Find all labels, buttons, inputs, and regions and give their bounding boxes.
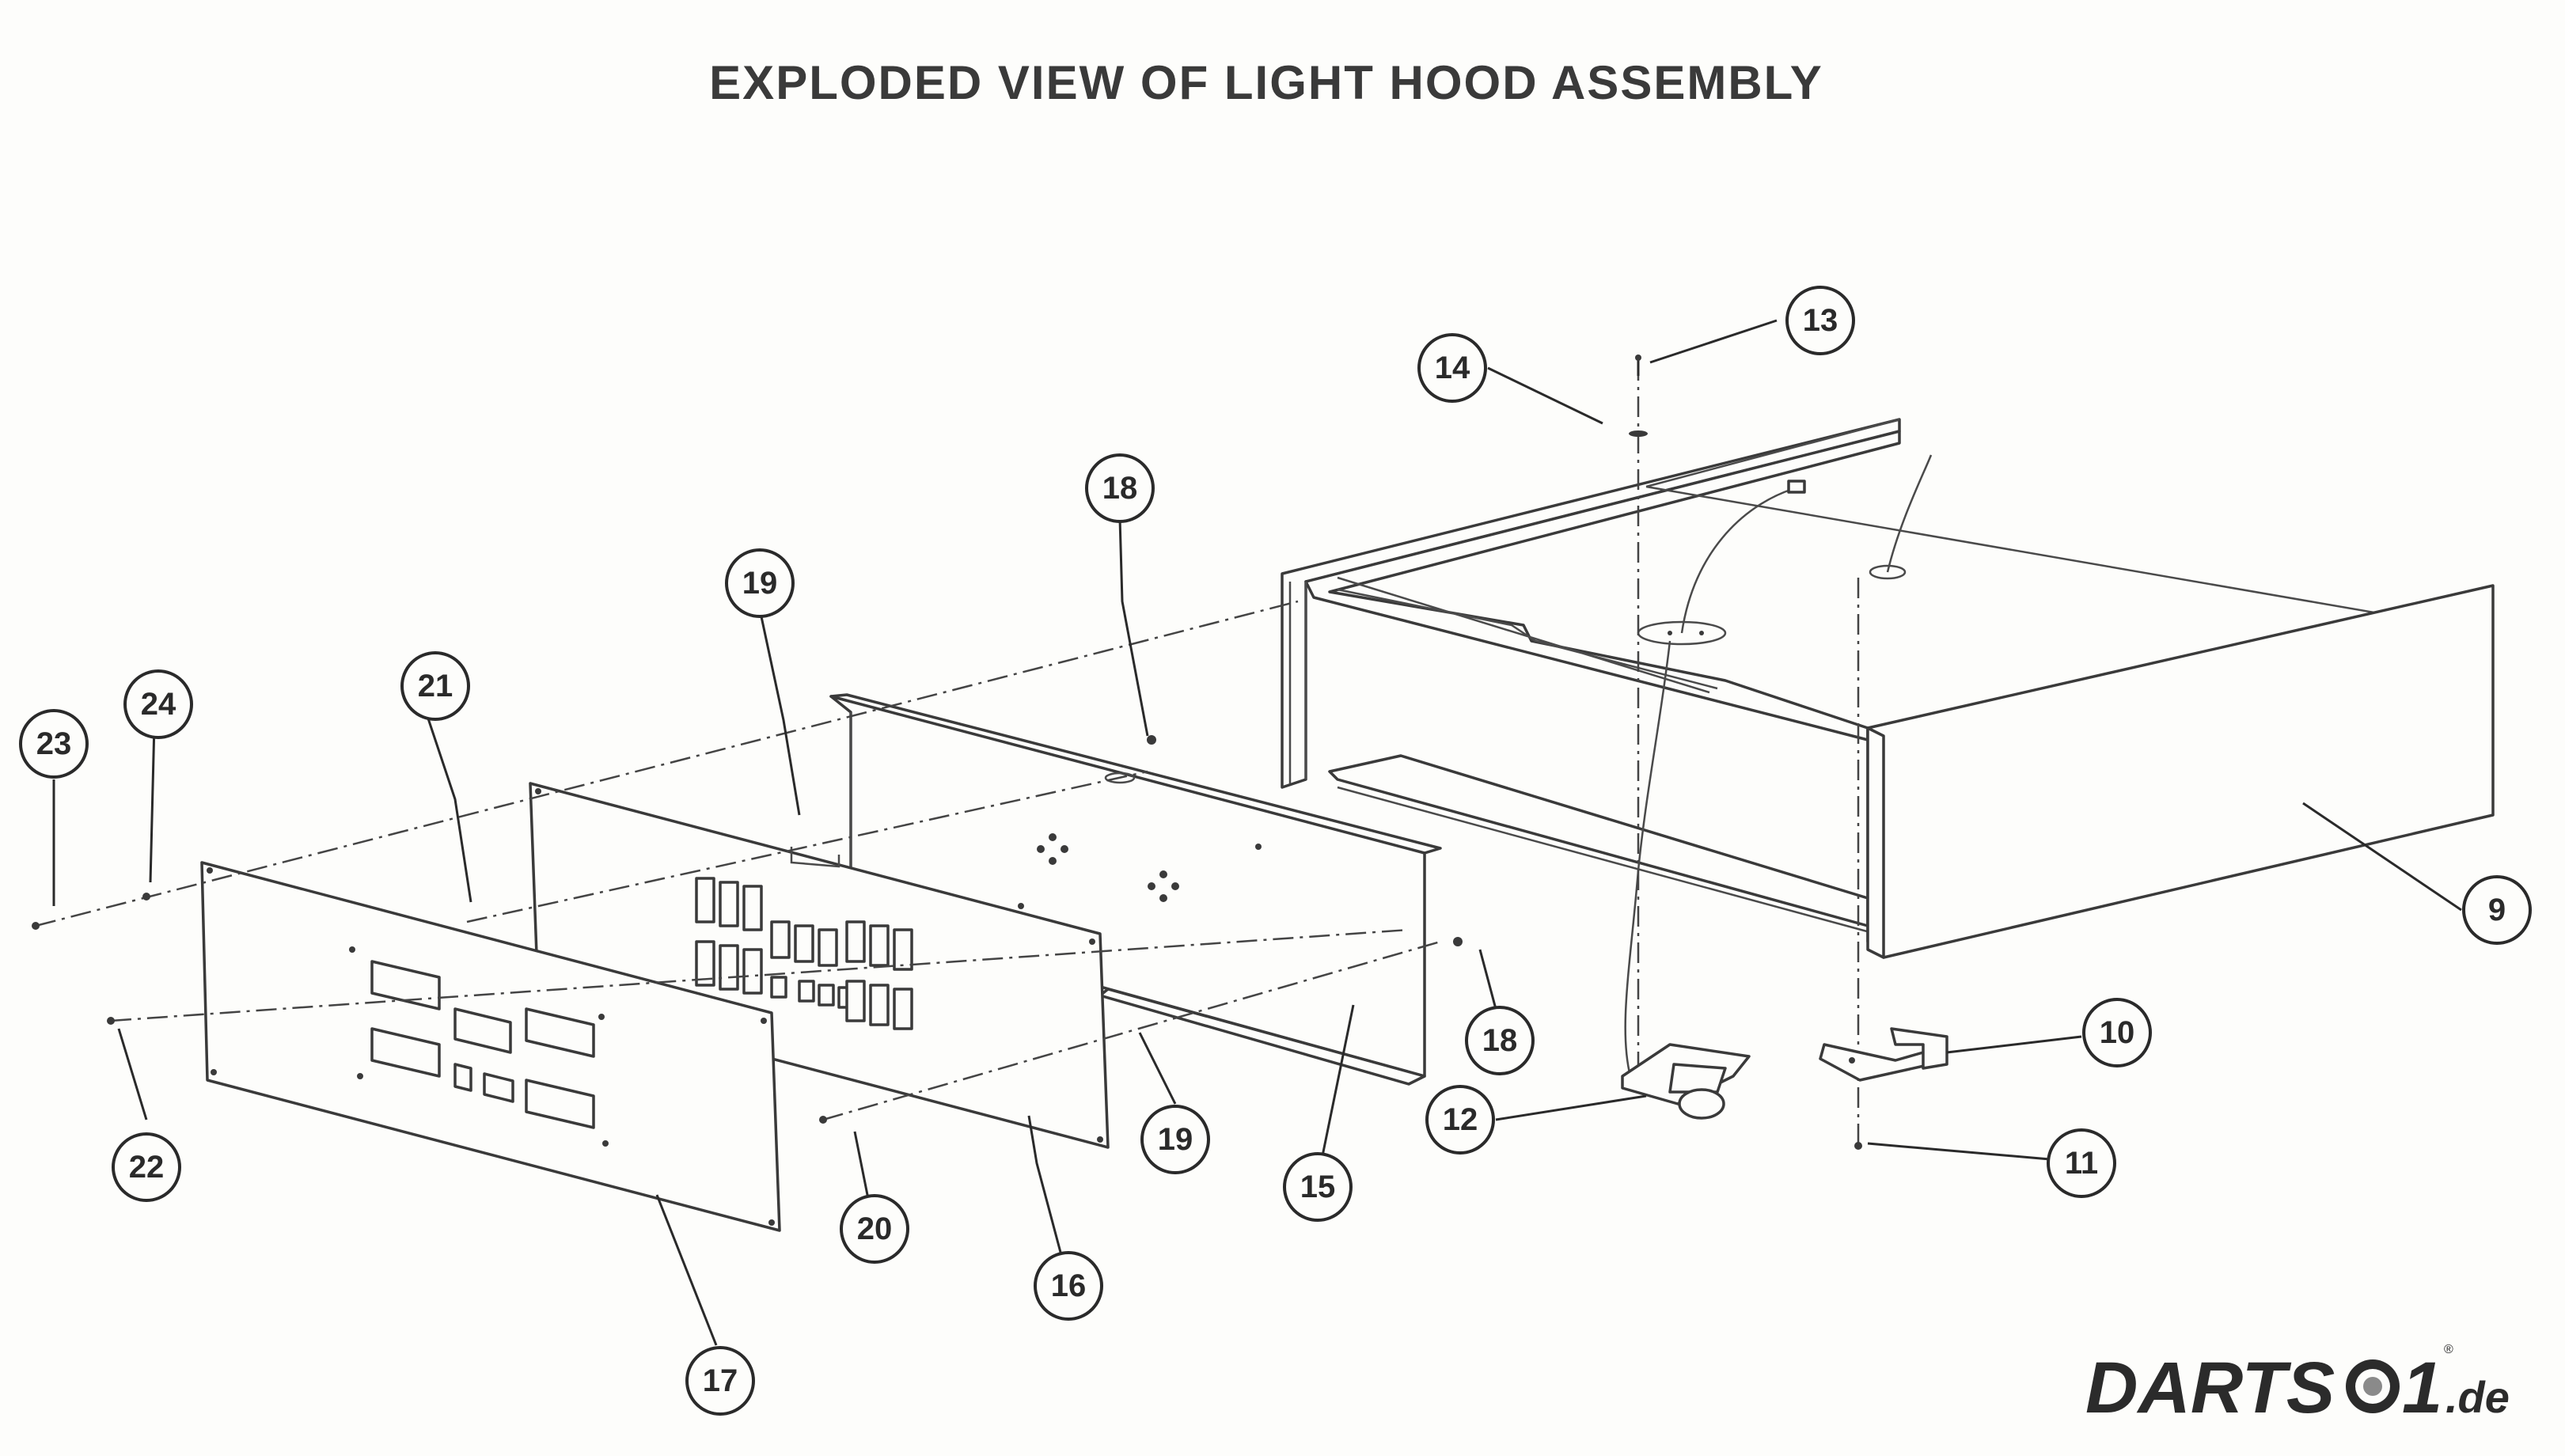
diagram-title: EXPLODED VIEW OF LIGHT HOOD ASSEMBLY <box>709 56 1823 109</box>
svg-text:19: 19 <box>1158 1122 1193 1157</box>
callout-21: 21 <box>400 651 470 721</box>
svg-text:20: 20 <box>857 1211 893 1246</box>
callout-10: 10 <box>2082 998 2152 1067</box>
svg-text:22: 22 <box>129 1150 165 1185</box>
svg-text:18: 18 <box>1482 1023 1518 1058</box>
callout-20: 20 <box>840 1194 909 1264</box>
callout-24: 24 <box>123 669 193 739</box>
callout-12: 12 <box>1425 1085 1495 1155</box>
svg-text:24: 24 <box>141 687 176 722</box>
callout-16: 16 <box>1034 1251 1103 1321</box>
svg-text:18: 18 <box>1102 471 1138 506</box>
screw-13 <box>1635 355 1641 376</box>
svg-text:13: 13 <box>1803 303 1838 338</box>
callout-14: 14 <box>1417 333 1487 403</box>
callout-19-top: 19 <box>725 548 795 618</box>
callout-19-bottom: 19 <box>1140 1105 1210 1174</box>
callout-18-top: 18 <box>1085 453 1155 523</box>
svg-text:15: 15 <box>1300 1170 1336 1204</box>
callout-9: 9 <box>2462 875 2532 945</box>
callout-18-bottom: 18 <box>1465 1006 1535 1075</box>
callout-17: 17 <box>685 1346 755 1416</box>
darts1-logo: DARTS 1 .de ® <box>2085 1343 2510 1428</box>
screw-11 <box>1854 1142 1862 1150</box>
svg-text:19: 19 <box>742 566 778 601</box>
logo-text-left: DARTS <box>2085 1348 2335 1428</box>
logo-suffix: .de <box>2445 1372 2510 1422</box>
mounting-bracket <box>1819 1027 1948 1082</box>
assembly-lines <box>32 600 1463 1124</box>
svg-text:9: 9 <box>2488 893 2506 927</box>
svg-text:17: 17 <box>703 1363 738 1398</box>
display-plate <box>200 861 781 1232</box>
callout-15: 15 <box>1283 1152 1353 1222</box>
svg-text:10: 10 <box>2100 1015 2135 1050</box>
hood-housing <box>1281 360 2495 1143</box>
logo-text-right: 1 <box>2402 1348 2442 1428</box>
callout-23: 23 <box>19 709 89 779</box>
logo-registered: ® <box>2444 1343 2453 1356</box>
callout-22: 22 <box>112 1132 181 1202</box>
svg-text:23: 23 <box>36 726 72 761</box>
svg-text:14: 14 <box>1435 351 1470 385</box>
washer-14 <box>1629 430 1648 437</box>
svg-text:16: 16 <box>1051 1268 1087 1303</box>
callout-11: 11 <box>2047 1128 2116 1198</box>
lamp-socket <box>1621 1043 1751 1120</box>
svg-text:21: 21 <box>418 669 453 703</box>
callout-13: 13 <box>1785 286 1855 355</box>
svg-text:11: 11 <box>2065 1146 2098 1181</box>
svg-text:12: 12 <box>1443 1102 1478 1137</box>
circuit-board <box>529 782 1110 1149</box>
dartboard-icon <box>2346 1359 2400 1413</box>
leader-lines <box>52 319 2462 1346</box>
